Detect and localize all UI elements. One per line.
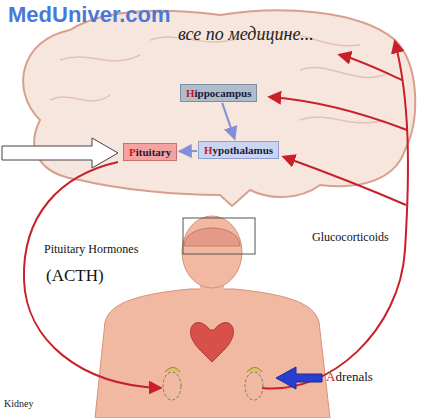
- node-text: Hippocampus: [186, 87, 251, 99]
- pointer-arrow: [2, 138, 118, 168]
- hormone-label: (ACTH): [46, 266, 104, 286]
- watermark: MedUniver.com: [8, 2, 171, 28]
- hypothalamus-box: Hypothalamus: [198, 141, 279, 159]
- pituitary-box: Pituitary: [123, 143, 177, 161]
- organ-label: Kidney: [4, 398, 33, 409]
- hormone-label: Glucocorticoids: [312, 230, 389, 245]
- watermark: все по медицине...: [178, 24, 314, 45]
- node-text: Pituitary: [129, 146, 171, 158]
- organ-label: Adrenals: [326, 369, 373, 385]
- pointer-arrow: [276, 367, 322, 389]
- hormone-label: Pituitary Hormones: [44, 242, 138, 257]
- brain-gyri: [50, 33, 385, 123]
- hormone-loop: [24, 42, 408, 389]
- brain-outline: [23, 10, 415, 206]
- connector-arrow: [222, 103, 235, 139]
- hippocampus-box: Hippocampus: [180, 84, 257, 102]
- node-text: Hypothalamus: [204, 144, 273, 156]
- connector-arrow: [179, 150, 197, 152]
